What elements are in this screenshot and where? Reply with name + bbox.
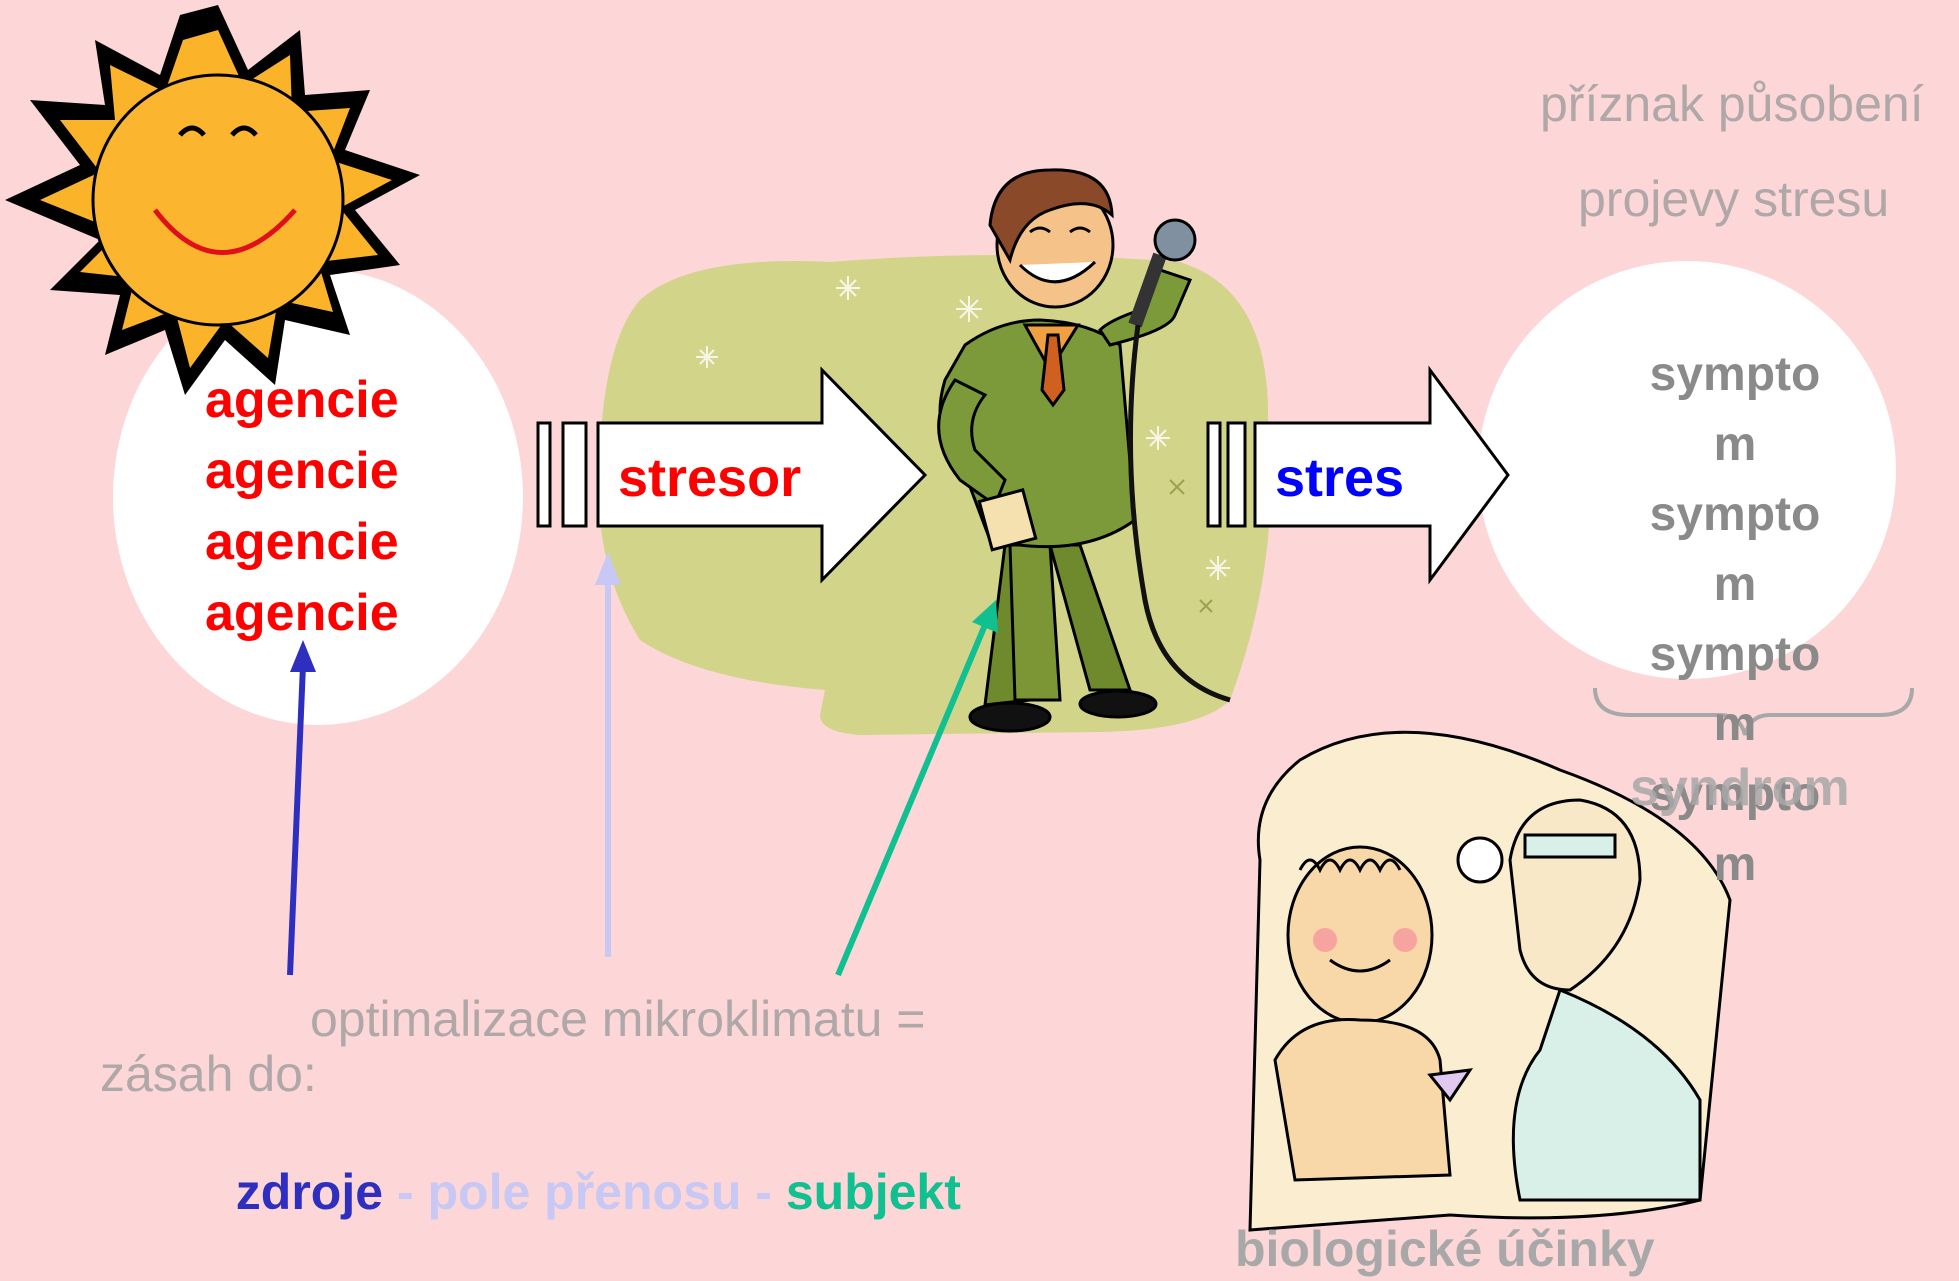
symptom-item: m xyxy=(1713,698,1757,751)
zdroje-label: zdroje xyxy=(235,1164,384,1220)
symptom-item: sympto xyxy=(1649,628,1821,681)
doctor-illustration xyxy=(1248,730,1732,1232)
syndrom-brace xyxy=(1593,687,1914,736)
subjekt-label: subjekt xyxy=(785,1164,961,1220)
stres-label: stres xyxy=(1275,448,1405,508)
pole-pointer xyxy=(595,552,621,957)
optimalizace-label: optimalizace mikroklimatu = xyxy=(310,991,926,1047)
intervention-targets: zdroje - pole přenosu - subjekt xyxy=(208,1105,961,1221)
stres-arrow xyxy=(1206,365,1510,585)
agencie-item: agencie xyxy=(205,371,399,429)
stage-sparkles xyxy=(696,276,1230,580)
pole-prenosu-label: pole přenosu xyxy=(427,1164,742,1220)
symptom-item: sympto xyxy=(1649,488,1821,541)
priznak-label: příznak působení xyxy=(1540,76,1924,132)
zasah-label: zásah do: xyxy=(100,1046,317,1102)
symptom-item: m xyxy=(1713,418,1757,471)
stresor-label: stresor xyxy=(618,448,802,508)
agencie-item: agencie xyxy=(205,442,399,500)
symptom-item: m xyxy=(1713,838,1757,891)
symptom-item: sympto xyxy=(1649,348,1821,401)
separator: - xyxy=(383,1164,428,1220)
source-circle xyxy=(113,269,523,725)
symptom-item: sympto xyxy=(1649,768,1821,821)
sun-icon xyxy=(5,5,420,395)
agencie-item: agencie xyxy=(205,584,399,642)
biologicke-ucinky-label: biologické účinky xyxy=(1235,1221,1655,1277)
projevy-label: projevy stresu xyxy=(1578,171,1890,227)
separator: - xyxy=(741,1164,786,1220)
stresor-arrow xyxy=(536,366,928,584)
symptom-circle xyxy=(1478,261,1896,679)
agencie-list: agencie agencie agencie agencie xyxy=(205,365,435,649)
syndrom-label: syndrom xyxy=(1630,759,1850,817)
zdroje-pointer xyxy=(287,640,316,976)
symptom-list: sympto m sympto m sympto m sympto m xyxy=(1585,340,1885,900)
subjekt-pointer xyxy=(835,600,998,977)
agencie-item: agencie xyxy=(205,513,399,571)
presenter-figure xyxy=(937,168,1231,733)
symptom-item: m xyxy=(1713,558,1757,611)
